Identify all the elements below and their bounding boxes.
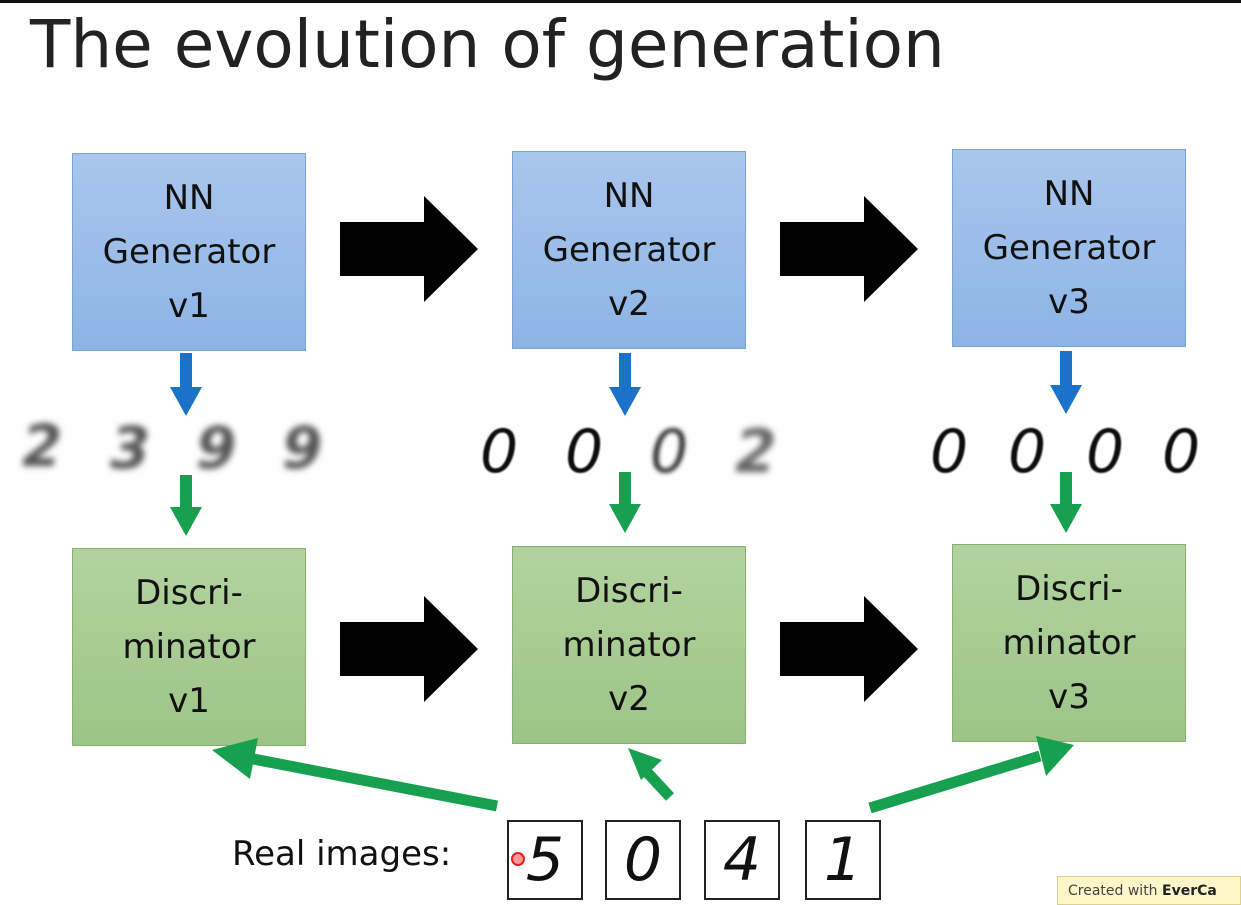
real-images-label: Real images:: [232, 834, 452, 874]
discriminator-v1-line2: minator: [122, 627, 256, 667]
top-rule: [0, 0, 1241, 3]
down-arrow-green-v2: [609, 472, 641, 533]
discriminator-v3-line2: minator: [1002, 623, 1136, 663]
generated-samples-v2: 0 0 0 2: [480, 417, 777, 487]
sample-v1-4: 9: [282, 414, 322, 482]
sample-v3-3: 0: [1086, 417, 1124, 487]
watermark-prefix: Created with: [1068, 883, 1163, 899]
sample-v1-2: 3: [110, 414, 150, 482]
discriminator-v1-line3: v1: [168, 681, 210, 721]
discriminator-box-v3: Discri- minator v3: [952, 544, 1186, 742]
down-arrow-green-v1: [170, 475, 202, 536]
sample-v2-1: 0: [480, 417, 518, 487]
sample-v2-4: 2: [735, 417, 777, 487]
discriminator-v2-line2: minator: [562, 625, 696, 665]
progress-arrow-disc-2-3: [780, 596, 918, 702]
generated-samples-v1: 2 3 9 9: [22, 412, 322, 482]
generator-v2-line1: NN: [603, 176, 655, 216]
down-arrow-green-v3: [1050, 472, 1082, 533]
generated-samples-v3: 0 0 0 0: [930, 417, 1200, 487]
generator-box-v2: NN Generator v2: [512, 151, 746, 349]
discriminator-v3-line3: v3: [1048, 677, 1090, 717]
real-to-disc-v1-arrow: [212, 738, 499, 812]
discriminator-box-v2: Discri- minator v2: [512, 546, 746, 744]
generator-v3-line3: v3: [1048, 282, 1090, 322]
sample-v3-1: 0: [930, 417, 968, 487]
progress-arrow-gen-2-3: [780, 196, 918, 302]
generator-v1-line2: Generator: [102, 232, 276, 272]
watermark-brand: EverCa: [1162, 883, 1217, 899]
sample-v2-2: 0: [565, 417, 603, 487]
down-arrow-blue-v1: [170, 353, 202, 416]
discriminator-v3-line1: Discri-: [1015, 569, 1123, 609]
progress-arrow-gen-1-2: [340, 196, 478, 302]
real-to-disc-v2-arrow: [628, 748, 675, 801]
generator-v3-line1: NN: [1043, 174, 1095, 214]
sample-v3-2: 0: [1008, 417, 1046, 487]
real-image-4: 1: [805, 820, 881, 900]
cursor-indicator: [511, 852, 525, 866]
down-arrow-blue-v3: [1050, 351, 1082, 414]
discriminator-v2-line3: v2: [608, 679, 650, 719]
sample-v2-3: 0: [650, 417, 688, 487]
down-arrow-blue-v2: [609, 353, 641, 416]
generator-box-v1: NN Generator v1: [72, 153, 306, 351]
evercam-watermark: Created with EverCa: [1057, 876, 1241, 905]
real-image-3: 4: [704, 820, 780, 900]
sample-v1-1: 2: [22, 412, 62, 480]
generator-v2-line3: v2: [608, 284, 650, 324]
generator-v1-line3: v1: [168, 286, 210, 326]
progress-arrow-disc-1-2: [340, 596, 478, 702]
generator-v2-line2: Generator: [542, 230, 716, 270]
generator-v3-line2: Generator: [982, 228, 1156, 268]
sample-v3-4: 0: [1162, 417, 1200, 487]
generator-v1-line1: NN: [163, 178, 215, 218]
real-image-2: 0: [605, 820, 681, 900]
discriminator-v1-line1: Discri-: [135, 573, 243, 613]
generator-box-v3: NN Generator v3: [952, 149, 1186, 347]
real-to-disc-v3-arrow: [868, 736, 1074, 814]
sample-v1-3: 9: [196, 414, 236, 482]
discriminator-box-v1: Discri- minator v1: [72, 548, 306, 746]
discriminator-v2-line1: Discri-: [575, 571, 683, 611]
slide-title: The evolution of generation: [30, 6, 945, 83]
